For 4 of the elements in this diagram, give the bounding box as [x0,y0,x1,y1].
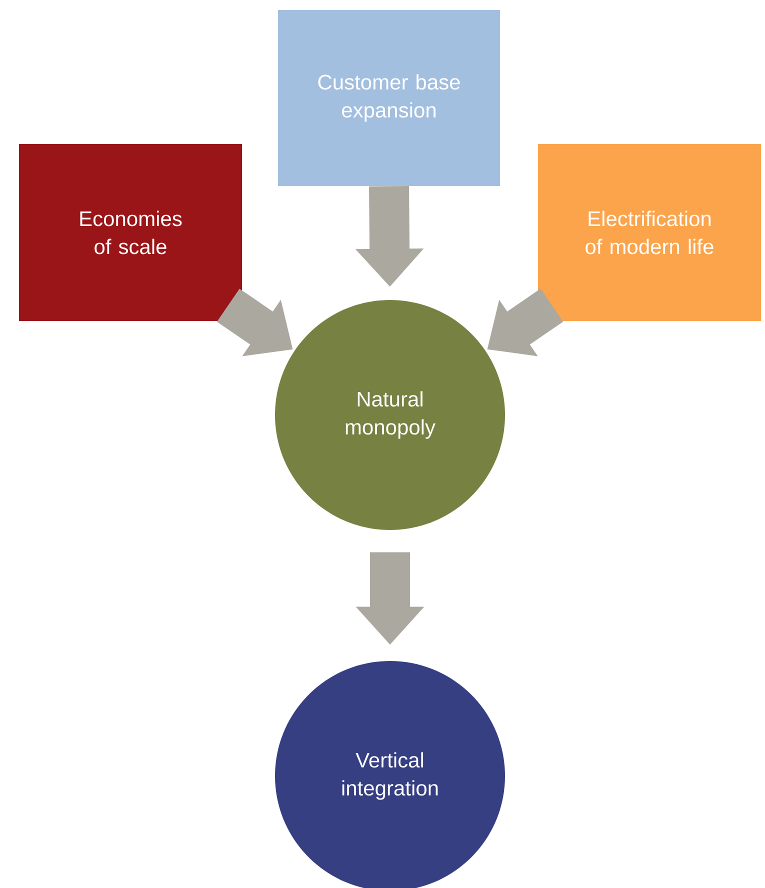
circle-node: Natural monopoly [275,300,505,530]
process-box: Electrification of modern life [538,144,762,321]
process-box: Economies of scale [19,144,242,321]
process-box: Customer base expansion [278,10,500,186]
